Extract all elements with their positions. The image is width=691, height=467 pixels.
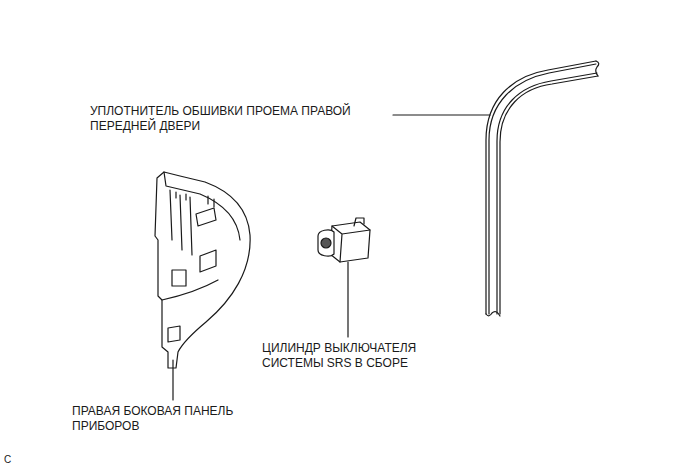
part-name: ПРАВАЯ БОКОВАЯ ПАНЕЛЬ ПРИБОРОВ bbox=[72, 404, 257, 434]
instrument-side-panel bbox=[155, 172, 250, 368]
leader-line bbox=[172, 360, 173, 400]
part-name: УПЛОТНИТЕЛЬ ОБШИВКИ ПРОЕМА ПРАВОЙ ПЕРЕДН… bbox=[90, 104, 390, 134]
door-weatherstrip bbox=[486, 61, 599, 316]
leader-line bbox=[393, 114, 490, 115]
srs-switch-cylinder bbox=[318, 218, 370, 262]
part-name: ЦИЛИНДР ВЫКЛЮЧАТЕЛЯ СИСТЕМЫ SRS В СБОРЕ bbox=[262, 341, 457, 371]
figure-code: C bbox=[4, 452, 24, 467]
leader-line bbox=[347, 262, 348, 337]
